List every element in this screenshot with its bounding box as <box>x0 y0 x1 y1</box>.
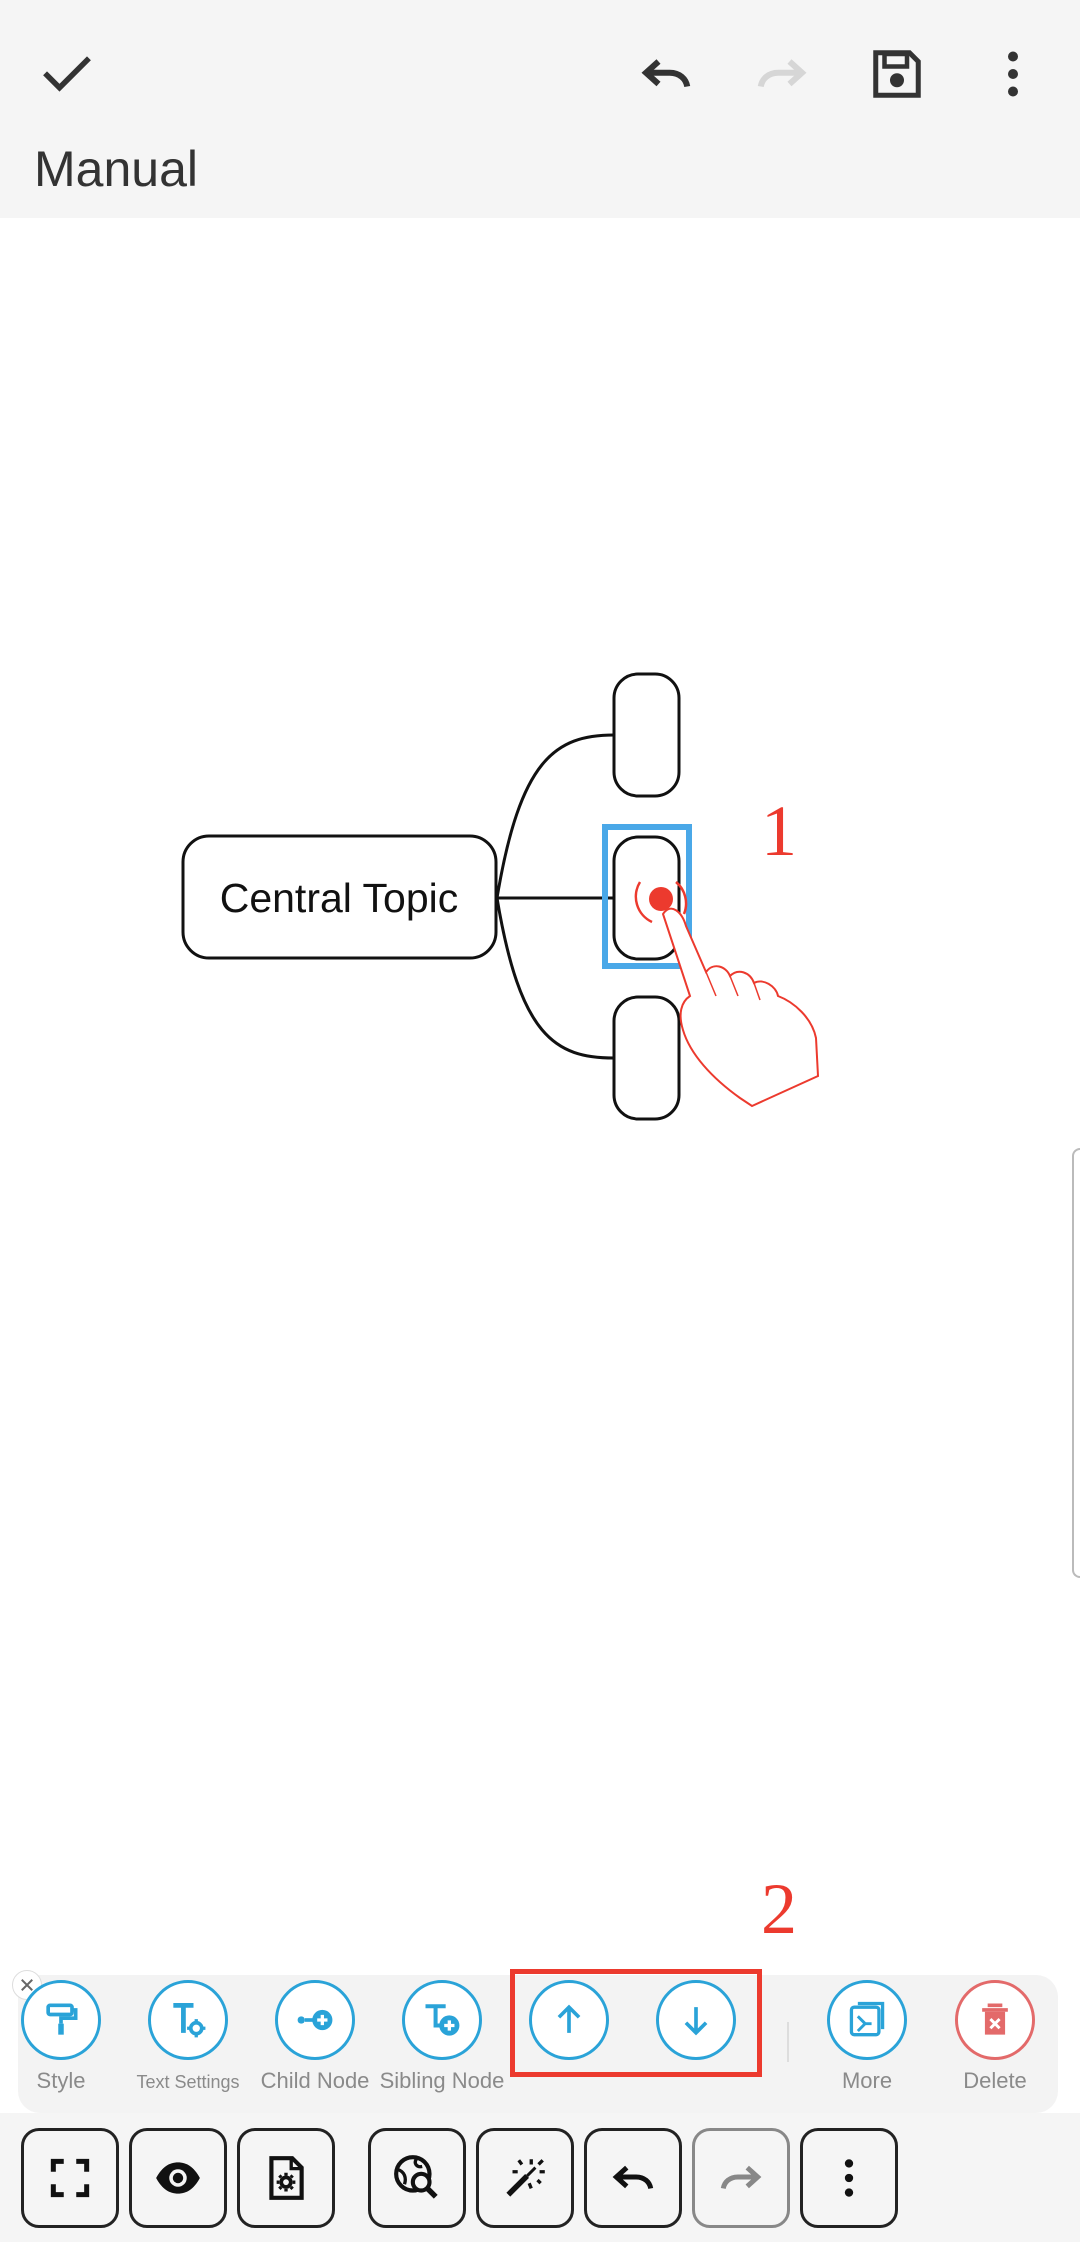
undo-icon[interactable] <box>626 34 706 114</box>
annotation-step-1: 1 <box>761 791 797 871</box>
style-button[interactable]: Style <box>0 1980 124 2110</box>
selection-frame <box>602 824 692 969</box>
mindmap-diagram: Central Topic <box>181 672 820 1121</box>
more-button[interactable]: More <box>804 1980 930 2110</box>
document-settings-button[interactable] <box>237 2128 335 2228</box>
child-node-button[interactable]: Child Node <box>252 1980 378 2110</box>
fullscreen-icon <box>50 2158 90 2198</box>
trash-icon <box>955 1980 1035 2060</box>
child-node-label: Child Node <box>260 2068 370 2093</box>
undo-icon <box>612 2165 654 2190</box>
top-app-bar: Manual <box>0 0 1080 218</box>
bottom-more-button[interactable] <box>800 2128 898 2228</box>
add-sibling-node-icon <box>402 1980 482 2060</box>
child-node-bottom <box>612 995 681 1121</box>
sibling-node-button[interactable]: Sibling Node <box>379 1980 505 2110</box>
connector-bottom <box>495 897 615 1060</box>
search-globe-button[interactable] <box>368 2128 466 2228</box>
annotation-highlight-box <box>510 1969 762 2077</box>
move-down-button[interactable] <box>633 1980 759 2110</box>
paint-roller-icon <box>21 1980 101 2060</box>
fullscreen-button[interactable] <box>21 2128 119 2228</box>
mindmap-canvas[interactable]: Central Topic <box>0 218 1080 1970</box>
search-globe-icon <box>394 2155 438 2199</box>
central-topic-label: Central Topic <box>220 875 459 921</box>
arrow-up-icon <box>529 1980 609 2060</box>
bottom-undo-button[interactable] <box>584 2128 682 2228</box>
document-settings-icon <box>269 2156 304 2200</box>
close-toolbar-button[interactable] <box>12 1970 42 2000</box>
central-topic-node <box>181 834 498 960</box>
save-icon[interactable] <box>857 34 937 114</box>
text-settings-button[interactable]: Text Settings <box>125 1980 251 2110</box>
check-icon[interactable] <box>27 34 107 114</box>
delete-label: Delete <box>963 2068 1027 2093</box>
redo-icon[interactable] <box>742 34 822 114</box>
add-child-node-icon <box>275 1980 355 2060</box>
preview-button[interactable] <box>129 2128 227 2228</box>
bottom-redo-button[interactable] <box>692 2128 790 2228</box>
child-node-selected <box>612 835 681 961</box>
magic-wand-icon <box>506 2159 545 2197</box>
arrow-down-icon <box>656 1980 736 2060</box>
hand-pointer-icon <box>661 907 820 1108</box>
redo-icon <box>720 2165 762 2190</box>
magic-wand-button[interactable] <box>476 2128 574 2228</box>
annotation-step-2: 2 <box>761 1869 797 1949</box>
tap-point-icon <box>649 887 673 911</box>
toolbar-divider <box>787 2022 789 2062</box>
more-label: More <box>841 2068 893 2093</box>
more-vertical-icon <box>844 2159 854 2197</box>
tap-ripple-icon <box>634 881 653 924</box>
move-up-button[interactable] <box>506 1980 632 2110</box>
more-vertical-icon[interactable] <box>973 34 1053 114</box>
canvas-scroll-handle[interactable] <box>1072 1148 1080 1578</box>
text-settings-icon <box>148 1980 228 2060</box>
connector-top <box>495 733 615 899</box>
delete-button[interactable]: Delete <box>932 1980 1058 2110</box>
text-settings-label: Text Settings <box>136 2072 240 2092</box>
child-node-top <box>612 672 681 798</box>
more-options-icon <box>827 1980 907 2060</box>
eye-icon <box>156 2162 200 2194</box>
sibling-node-label: Sibling Node <box>379 2068 505 2093</box>
close-icon <box>21 1979 33 1991</box>
style-label: Style <box>36 2068 86 2093</box>
page-title: Manual <box>34 141 198 197</box>
